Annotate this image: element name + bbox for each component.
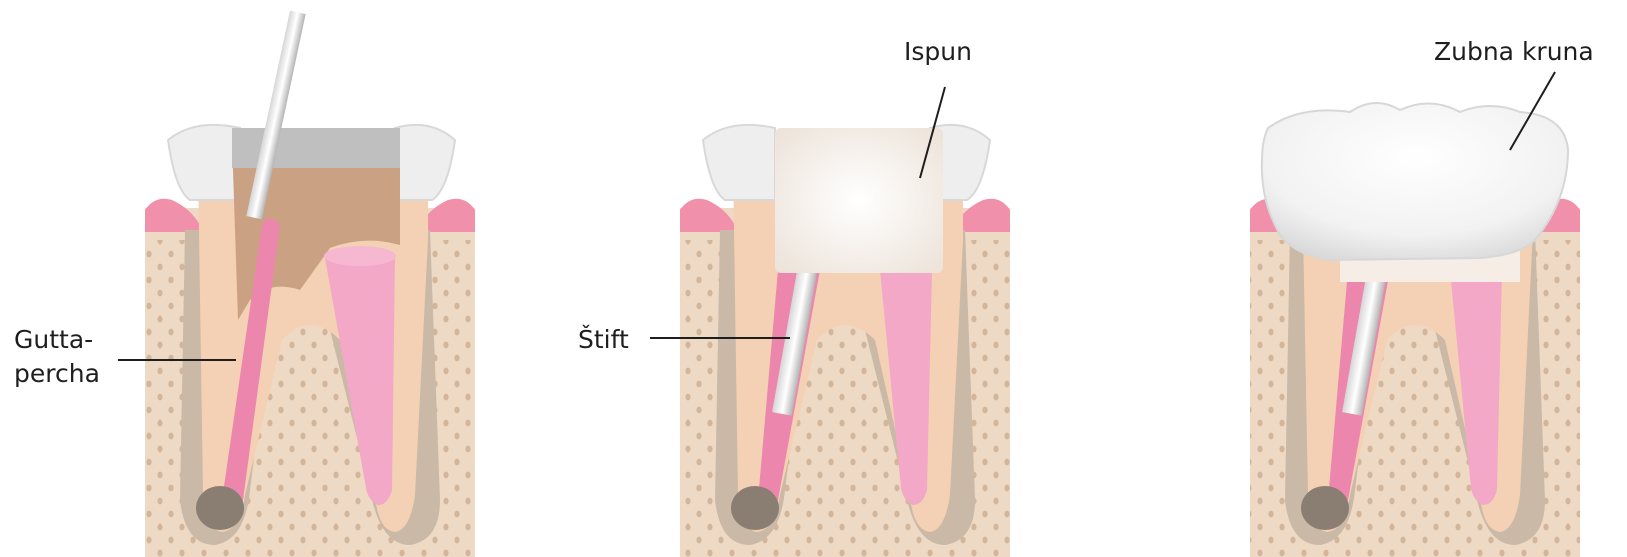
- cavity-top: [232, 128, 400, 168]
- crown: [1262, 103, 1568, 260]
- canal-opening-right: [324, 246, 396, 266]
- enamel: [168, 125, 240, 200]
- enamel-right: [395, 125, 455, 200]
- label-zubna-kruna: Zubna kruna: [1434, 35, 1594, 69]
- gum-right: [955, 199, 1010, 232]
- filling: [775, 128, 943, 273]
- enamel: [703, 125, 775, 200]
- gum-left: [145, 199, 200, 232]
- panel-zubna-kruna: [1250, 72, 1580, 557]
- gum-left: [680, 199, 735, 232]
- apex-gray: [731, 486, 779, 530]
- label-gutta-line2: percha: [14, 357, 100, 391]
- panel-stift: [650, 87, 1010, 557]
- label-stift: Štift: [578, 323, 629, 357]
- apex-gray: [196, 486, 244, 530]
- gum-right: [420, 199, 475, 232]
- label-gutta-line1: Gutta-: [14, 323, 100, 357]
- label-gutta-percha: Gutta- percha: [14, 323, 100, 391]
- apex-gray: [1301, 486, 1349, 530]
- label-ispun: Ispun: [904, 35, 972, 69]
- panel-gutta-percha: [118, 11, 475, 557]
